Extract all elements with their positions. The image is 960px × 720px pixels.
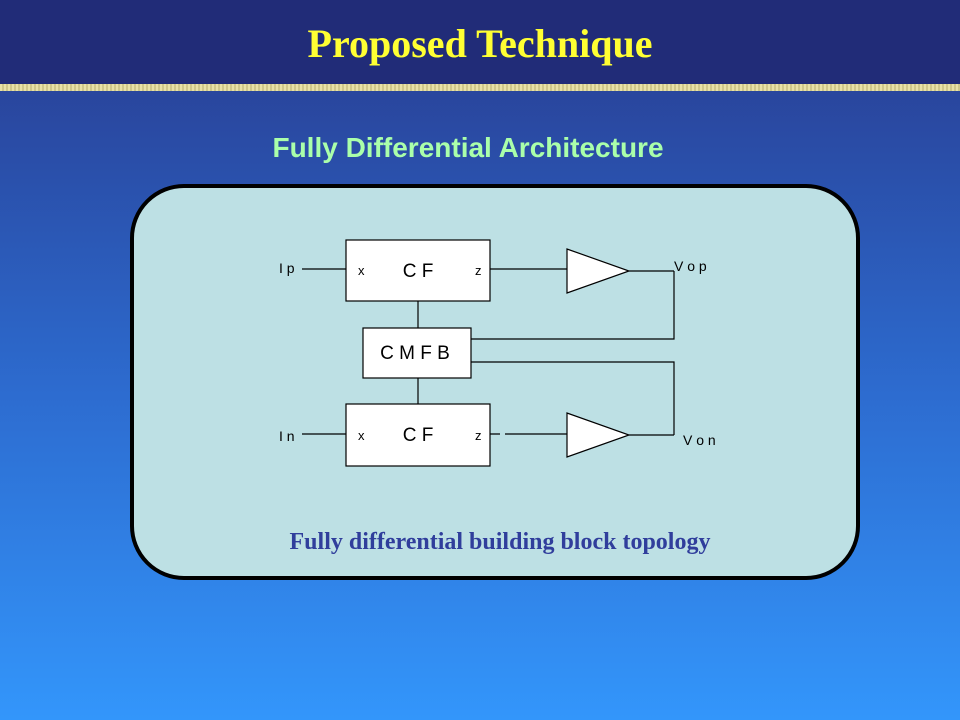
title-divider xyxy=(0,84,960,91)
cf-block-top: C F x z xyxy=(345,239,491,302)
title-bar xyxy=(0,0,960,84)
label-output-von: V o n xyxy=(683,432,716,448)
label-output-vop: V o p xyxy=(674,258,707,274)
cf-block-top-port-x: x xyxy=(358,263,365,278)
cf-block-bottom: C F x z xyxy=(345,403,491,467)
cf-block-top-label: C F xyxy=(403,261,434,282)
wire-feedback-vop xyxy=(471,271,675,340)
amplifier-top-icon xyxy=(566,248,631,294)
cf-block-top-box xyxy=(345,239,491,302)
cf-block-top-port-z: z xyxy=(475,263,482,278)
diagram-caption: Fully differential building block topolo… xyxy=(289,529,711,555)
cmfb-block-label: C M F B xyxy=(380,343,450,364)
wire-feedback-von xyxy=(471,361,675,435)
cf-block-bottom-port-z: z xyxy=(475,428,482,443)
label-input-ip: I p xyxy=(279,260,295,276)
diagram-panel xyxy=(130,184,860,580)
cf-block-bottom-port-x: x xyxy=(358,428,365,443)
cf-block-bottom-label: C F xyxy=(403,425,434,446)
cmfb-block-box xyxy=(362,327,472,379)
slide-title: Proposed Technique xyxy=(307,21,653,66)
label-input-in: I n xyxy=(279,428,295,444)
cmfb-block: C M F B xyxy=(362,327,472,379)
slide-subtitle: Fully Differential Architecture xyxy=(272,132,664,163)
amplifier-bottom-icon xyxy=(566,412,631,458)
